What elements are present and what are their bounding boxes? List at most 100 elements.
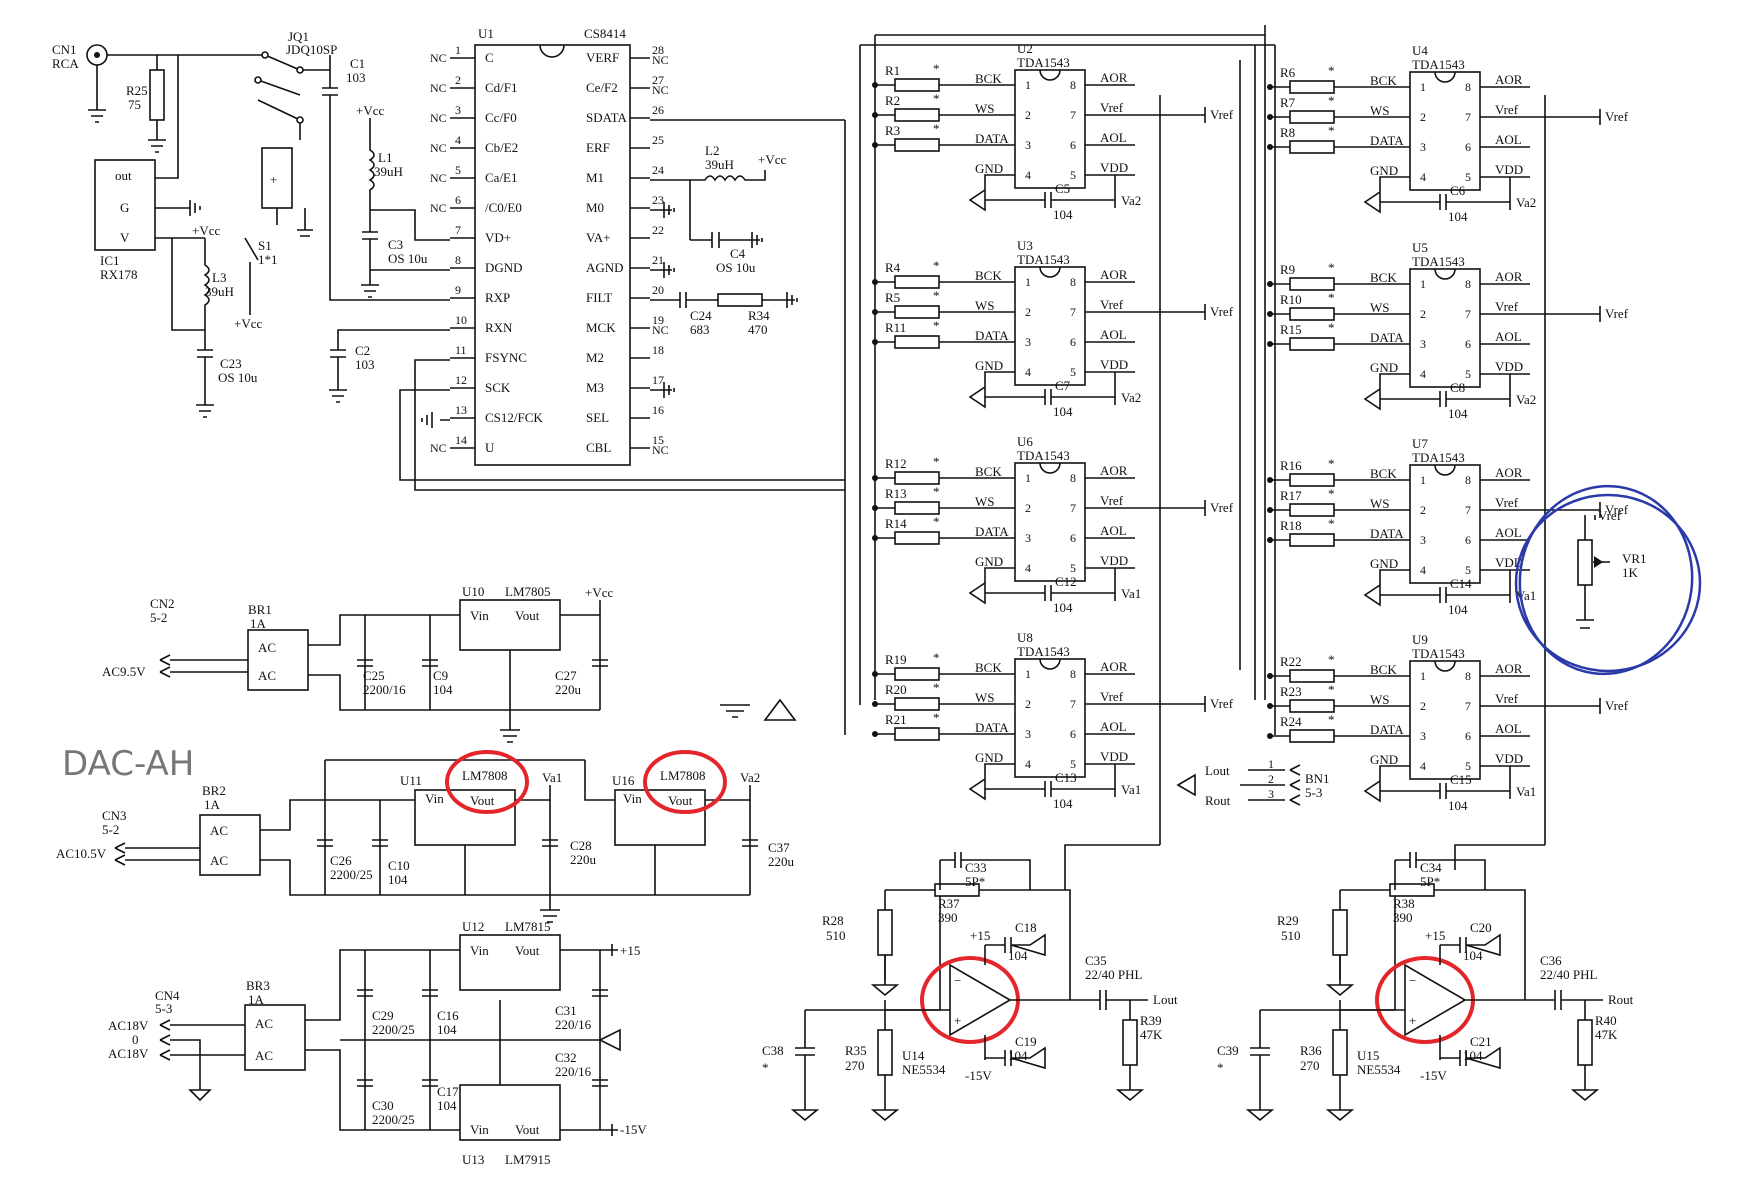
dac-chip-ref: U7 bbox=[1412, 436, 1428, 451]
dac-vref-wire bbox=[1530, 306, 1601, 322]
s1-switch[interactable] bbox=[244, 237, 259, 315]
dac-junction bbox=[872, 339, 878, 345]
dac-cap-ref: C7 bbox=[1055, 378, 1071, 393]
u1-pin-num: 23 bbox=[652, 193, 664, 207]
c28-ref: C28 bbox=[570, 838, 592, 853]
l1-vcc: +Vcc bbox=[356, 103, 384, 118]
jq1-coil-sign: + bbox=[270, 172, 277, 187]
u1-ref: U1 bbox=[478, 26, 494, 41]
l3-vcc: +Vcc bbox=[192, 223, 220, 238]
bn1-connector: Lout Rout 1 2 3 BN1 5-3 bbox=[1176, 757, 1330, 808]
opamp-neg-supply: -15V bbox=[965, 1068, 992, 1083]
vr1-wiper bbox=[1594, 556, 1603, 568]
c26-value: 2200/25 bbox=[330, 867, 373, 882]
dac-cap-value: 104 bbox=[1053, 796, 1073, 811]
u1-nc-label: NC bbox=[430, 201, 447, 215]
u1-pin-num: 1 bbox=[455, 43, 461, 57]
c30-ref: C30 bbox=[372, 1098, 394, 1113]
opamp-minus: − bbox=[954, 973, 961, 988]
br3-ref: BR3 bbox=[246, 978, 270, 993]
dac-decoupling bbox=[1380, 766, 1511, 799]
u1-pin-name: M1 bbox=[586, 170, 604, 185]
c1-value: 103 bbox=[346, 70, 366, 85]
dac-series-resistor bbox=[894, 78, 940, 92]
c3-ref: C3 bbox=[388, 237, 403, 252]
dac-pin-label: AOR bbox=[1100, 463, 1128, 478]
r25-ref: R25 bbox=[126, 83, 148, 98]
dac-pin-num: 6 bbox=[1070, 727, 1076, 741]
dac-cap-ref: C5 bbox=[1055, 181, 1070, 196]
dac-pin-label: DATA bbox=[1370, 133, 1404, 148]
dac-supply-label: Va1 bbox=[1516, 784, 1536, 799]
output-stages: R37390C335P*R28510−+U14NE5534+15-15VC181… bbox=[762, 852, 1634, 1122]
dac-chip-notch bbox=[1039, 266, 1061, 278]
cn4-input-b: AC18V bbox=[108, 1046, 149, 1061]
feedback-cap-value: 5P* bbox=[1420, 874, 1440, 889]
dac-pin-label: DATA bbox=[1370, 722, 1404, 737]
feedback-cap-value: 5P* bbox=[965, 874, 985, 889]
feedback-resistor-value: 390 bbox=[938, 910, 958, 925]
u1-pin-num: 24 bbox=[652, 163, 664, 177]
u1-pin-num: 10 bbox=[455, 313, 467, 327]
dac-series-resistor bbox=[1289, 307, 1335, 321]
u1-pin-name: MCK bbox=[586, 320, 616, 335]
u10-ref: U10 bbox=[462, 584, 484, 599]
dac-pin-num: 4 bbox=[1420, 759, 1426, 773]
u11-out: Va1 bbox=[542, 770, 562, 785]
opamp-part: NE5534 bbox=[902, 1062, 946, 1077]
supply3-rails bbox=[305, 949, 621, 1131]
dac-vref-wire bbox=[1530, 109, 1601, 125]
u1-notch bbox=[539, 44, 565, 58]
c1-ref: C1 bbox=[350, 56, 365, 71]
u1-pin-num: 12 bbox=[455, 373, 467, 387]
u1-pin-num: 21 bbox=[652, 253, 664, 267]
u1-pin-name: VA+ bbox=[586, 230, 610, 245]
u13-out: -15V bbox=[620, 1122, 647, 1137]
dac-chip-box bbox=[1409, 660, 1481, 780]
dac-ground bbox=[968, 567, 1015, 605]
c9-ref: C9 bbox=[433, 668, 448, 683]
u11-ref: U11 bbox=[400, 773, 422, 788]
dac-pin-label: GND bbox=[975, 161, 1003, 176]
dac-series-resistor bbox=[894, 138, 940, 152]
dac-pin-label: VDD bbox=[1495, 555, 1523, 570]
br3-ac2: AC bbox=[255, 1048, 273, 1063]
vr1-trimmer[interactable]: Vref VR1 1K bbox=[1508, 475, 1704, 685]
rca-jack-pin bbox=[94, 52, 100, 58]
output-cap-value: 22/40 PHL bbox=[1085, 967, 1142, 982]
dac-cap-ref: C12 bbox=[1055, 574, 1077, 589]
dac-ground bbox=[968, 371, 1015, 409]
u10-vin: Vin bbox=[470, 608, 489, 623]
c2-capacitor bbox=[329, 329, 450, 403]
dac-chip-part: TDA1543 bbox=[1017, 55, 1070, 70]
dac-marker: * bbox=[1328, 63, 1335, 78]
dac-resistor-ref: R14 bbox=[885, 516, 907, 531]
dac-pin-num: 2 bbox=[1420, 503, 1426, 517]
u1-pin-num: 17 bbox=[652, 373, 664, 387]
s1-ref: S1 bbox=[258, 238, 272, 253]
r34-value: 470 bbox=[748, 322, 768, 337]
u1-pin-name: SEL bbox=[586, 410, 609, 425]
dac-junction bbox=[872, 505, 878, 511]
jq1-relay-contacts bbox=[257, 54, 330, 201]
u12-part: LM7815 bbox=[505, 919, 551, 934]
u1-pin-name: AGND bbox=[586, 260, 624, 275]
dac-pin-label: AOL bbox=[1495, 721, 1522, 736]
dac-junction bbox=[872, 82, 878, 88]
u1-pin-num: 16 bbox=[652, 403, 664, 417]
dac-marker: * bbox=[1328, 260, 1335, 275]
dac-resistor-ref: R7 bbox=[1280, 95, 1296, 110]
feedback-resistor bbox=[934, 883, 980, 897]
jq1-coil bbox=[261, 147, 293, 209]
dac-pin-label: AOL bbox=[1495, 329, 1522, 344]
u16-ref: U16 bbox=[612, 773, 635, 788]
dac-pin-num: 7 bbox=[1465, 699, 1471, 713]
dac-series-resistor bbox=[894, 305, 940, 319]
l1-inductor bbox=[361, 118, 450, 298]
